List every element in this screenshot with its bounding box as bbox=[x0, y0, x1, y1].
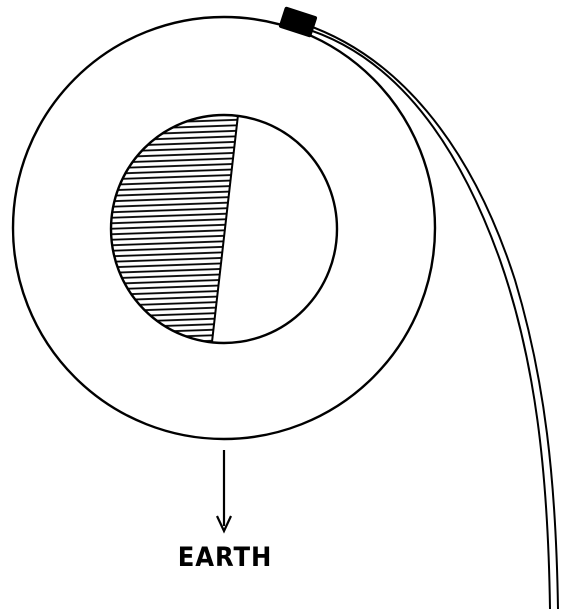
trajectory-outer bbox=[304, 24, 558, 609]
trajectory-inner bbox=[300, 27, 550, 609]
earth-label: EARTH bbox=[158, 542, 293, 573]
moon-shaded-half bbox=[100, 110, 238, 345]
spacecraft bbox=[278, 6, 317, 37]
